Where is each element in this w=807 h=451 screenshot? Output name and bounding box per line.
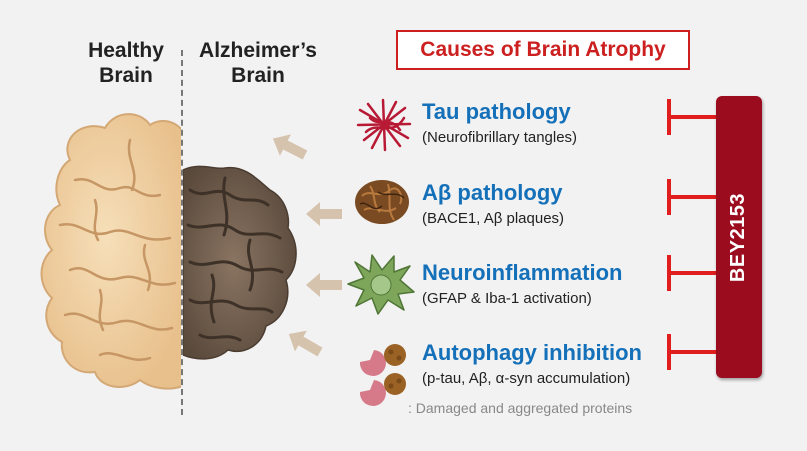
drug-bar xyxy=(716,96,762,378)
cause-title: Autophagy inhibition xyxy=(422,340,642,365)
healthy-alzheimer-divider xyxy=(181,50,183,415)
cause-subtitle: (p-tau, Aβ, α-syn accumulation) xyxy=(422,370,631,387)
alz-label-line2: Brain xyxy=(231,64,285,87)
cause-subtitle: (BACE1, Aβ plaques) xyxy=(422,210,565,227)
arrow-autophagy xyxy=(288,330,323,357)
healthy-label-line1: Healthy xyxy=(88,39,164,62)
glial-cell-icon xyxy=(347,254,415,315)
cause-title: Neuroinflammation xyxy=(422,260,623,285)
arrow-neuroinflammation xyxy=(306,273,342,297)
arrow-abeta xyxy=(306,202,342,226)
cause-item-abeta: Aβ pathology (BACE1, Aβ plaques) xyxy=(422,180,564,227)
healthy-brain-illustration xyxy=(40,113,181,390)
inhibition-symbols xyxy=(667,99,716,370)
causes-header-text: Causes of Brain Atrophy xyxy=(420,38,666,61)
alzheimers-brain-label: Alzheimer’s Brain xyxy=(188,38,328,88)
cause-item-tau: Tau pathology (Neurofibrillary tangles) xyxy=(422,99,577,146)
inhibit-tau xyxy=(667,99,716,135)
drug-label: BEY2153 xyxy=(727,192,750,282)
cause-subtitle: (GFAP & Iba-1 activation) xyxy=(422,290,592,307)
causes-header-box: Causes of Brain Atrophy xyxy=(396,30,690,70)
tangle-icon xyxy=(356,98,412,152)
inhibit-abeta xyxy=(667,179,716,215)
alzheimers-brain-illustration xyxy=(183,165,297,360)
inhibit-neuroinflammation xyxy=(667,255,716,291)
healthy-label-line2: Brain xyxy=(99,64,153,87)
aggregated-proteins-icon xyxy=(359,344,406,406)
cause-title: Tau pathology xyxy=(422,99,571,124)
alz-label-line1: Alzheimer’s xyxy=(199,39,317,62)
healthy-brain-label: Healthy Brain xyxy=(76,38,176,88)
cause-item-neuroinflammation: Neuroinflammation (GFAP & Iba-1 activati… xyxy=(422,260,622,307)
arrow-tau xyxy=(272,134,308,160)
legend-note: : Damaged and aggregated proteins xyxy=(408,400,633,416)
cause-title: Aβ pathology xyxy=(422,180,563,205)
cause-subtitle: (Neurofibrillary tangles) xyxy=(422,129,578,146)
drug-label-wrap: BEY2153 xyxy=(716,96,762,378)
inhibit-autophagy xyxy=(667,334,716,370)
cause-arrows xyxy=(272,134,342,357)
cause-item-autophagy: Autophagy inhibition (p-tau, Aβ, α-syn a… xyxy=(422,340,642,387)
plaque-icon xyxy=(355,180,409,224)
